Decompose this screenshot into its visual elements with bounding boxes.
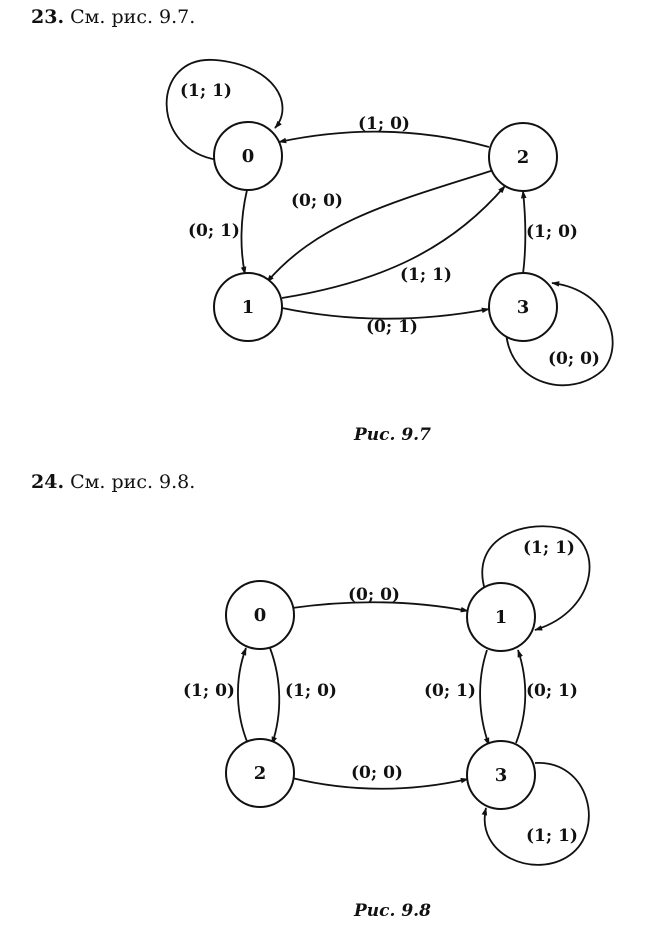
- problem-24-heading: 24. См. рис. 9.8.: [31, 471, 195, 493]
- fig1-edge-label-3-3: (0; 0): [548, 349, 600, 369]
- fig1-node-1-label: 1: [242, 297, 255, 318]
- fig2-edge-label-2-3: (0; 0): [351, 763, 403, 783]
- edge-3-3: [481, 762, 590, 866]
- problem-23-heading: 23. См. рис. 9.7.: [31, 6, 195, 28]
- fig1-edge-label-2-1: (0; 0): [291, 191, 343, 211]
- fig1-edge-label-0-0: (1; 1): [180, 81, 232, 101]
- fig1-node-2: [488, 122, 558, 192]
- problem-23-number: 23.: [31, 6, 65, 28]
- edge-0-2: [269, 647, 281, 745]
- fig2-edge-label-0-1: (0; 0): [348, 585, 400, 605]
- fig2-node-0-label: 0: [254, 605, 267, 626]
- figure-9-7: 0 1 2 3 (1; 1) (1; 0) (0; 1) (0; 0) (1; …: [165, 59, 614, 387]
- fig2-node-2: [225, 738, 295, 808]
- fig1-node-2-label: 2: [517, 147, 530, 168]
- fig2-edge-label-0-2: (1; 0): [285, 681, 337, 701]
- edge-3-3: [505, 281, 614, 387]
- fig1-edge-label-3-2: (1; 0): [526, 222, 578, 242]
- fig1-edge-label-0-1: (0; 1): [188, 221, 240, 241]
- edge-3-2: [520, 190, 527, 275]
- fig1-edge-label-1-2: (1; 1): [400, 265, 452, 285]
- edge-1-1: [481, 525, 591, 631]
- fig2-edge-label-3-3: (1; 1): [526, 826, 578, 846]
- edge-0-0: [165, 59, 284, 161]
- figure-9-8-caption: Рис. 9.8: [354, 901, 431, 921]
- problem-23-text: См. рис. 9.7.: [70, 6, 196, 28]
- fig2-node-1-label: 1: [495, 607, 508, 628]
- edge-1-3: [479, 649, 490, 746]
- figure-9-7-caption: Рис. 9.7: [354, 425, 431, 445]
- problem-24-text: См. рис. 9.8.: [70, 471, 196, 493]
- edge-0-1: [291, 601, 469, 613]
- fig1-node-3: [488, 272, 558, 342]
- edge-2-0: [278, 130, 490, 148]
- edge-2-1: [266, 169, 495, 283]
- fig1-node-3-label: 3: [517, 297, 530, 318]
- fig1-edge-label-1-3: (0; 1): [366, 317, 418, 337]
- edge-1-2: [281, 185, 506, 299]
- fig1-edge-label-2-0: (1; 0): [358, 114, 410, 134]
- problem-24-number: 24.: [31, 471, 65, 493]
- fig2-node-1: [466, 582, 536, 652]
- fig2-node-3: [466, 740, 536, 810]
- fig2-edge-label-2-0: (1; 0): [183, 681, 235, 701]
- fig1-node-0-label: 0: [242, 146, 255, 167]
- edge-3-1: [515, 649, 527, 744]
- edge-2-0: [237, 647, 249, 745]
- fig2-node-3-label: 3: [495, 765, 508, 786]
- edge-0-1: [240, 189, 248, 275]
- fig1-node-0: [213, 121, 283, 191]
- fig1-node-1: [213, 272, 283, 342]
- fig2-edge-label-3-1: (0; 1): [424, 681, 476, 701]
- fig2-edge-label-1-1: (1; 1): [523, 538, 575, 558]
- fig2-edge-label-1-3: (0; 1): [526, 681, 578, 701]
- fig2-node-0: [225, 580, 295, 650]
- figure-9-8: 0 1 2 3 (0; 0) (1; 1) (1; 0) (1; 0) (0; …: [183, 525, 591, 866]
- edge-1-3: [281, 307, 490, 320]
- fig2-node-2-label: 2: [254, 763, 267, 784]
- edge-2-3: [291, 777, 469, 790]
